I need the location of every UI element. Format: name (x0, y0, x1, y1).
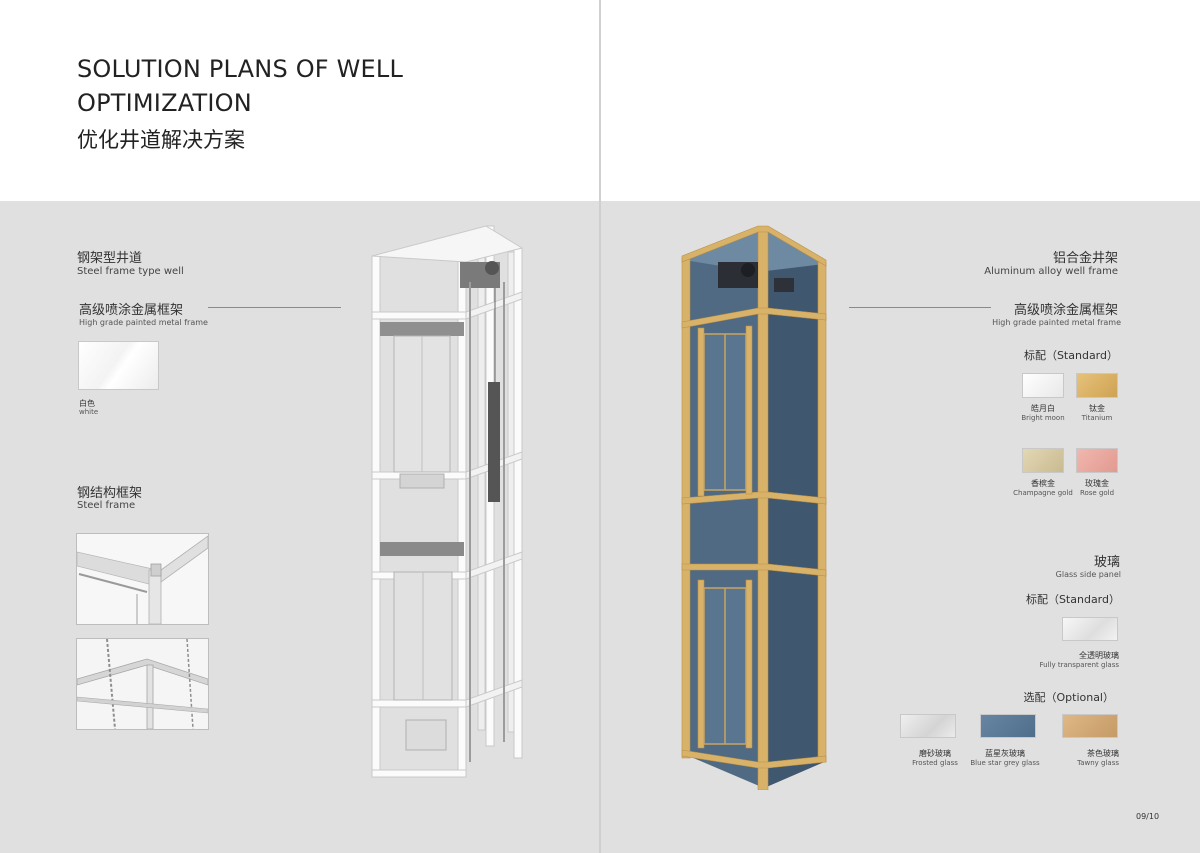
page-title: SOLUTION PLANS OF WELL OPTIMIZATION (77, 52, 403, 120)
blue-star-grey-glass-en: Blue star grey glass (970, 759, 1040, 767)
finish-title-cn: 高级喷涂金属框架 (79, 303, 184, 318)
transparent-glass-en: Fully transparent glass (1039, 661, 1119, 669)
alu-finish-title-cn: 高级喷涂金属框架 (1013, 303, 1118, 318)
champagne-gold-swatch (1022, 448, 1064, 473)
bright-moon-swatch (1022, 373, 1064, 398)
standard-label-1: 标配（Standard） (1023, 349, 1118, 362)
frame-title-en: Steel frame (77, 500, 136, 511)
frame-joint-detail-image (76, 638, 209, 730)
frame-corner-detail-image (76, 533, 209, 625)
transparent-glass-swatch (1062, 617, 1118, 641)
alu-finish-title-en: High grade painted metal frame (992, 318, 1121, 327)
rose-gold-en: Rose gold (1079, 489, 1115, 497)
white-swatch-en: white (79, 408, 99, 416)
tawny-glass-cn: 茶色玻璃 (1087, 749, 1119, 758)
titanium-swatch (1076, 373, 1118, 398)
frame-title-cn: 钢结构框架 (77, 486, 143, 501)
blue-star-grey-glass-swatch (980, 714, 1036, 738)
steel-frame-elevator-image (360, 222, 530, 786)
page-title-cn: 优化井道解决方案 (77, 128, 245, 152)
glass-title-en: Glass side panel (1055, 570, 1121, 579)
right-leader-line (849, 307, 991, 308)
glass-title-cn: 玻璃 (1093, 555, 1120, 570)
blue-star-grey-glass-cn: 蓝星灰玻璃 (985, 749, 1025, 758)
titanium-cn: 钛金 (1089, 404, 1105, 413)
champagne-gold-cn: 香槟金 (1031, 479, 1055, 488)
tawny-glass-swatch (1062, 714, 1118, 738)
frosted-glass-en: Frosted glass (912, 759, 958, 767)
finish-title-en: High grade painted metal frame (79, 318, 208, 327)
standard-label-2: 标配（Standard） (1025, 593, 1120, 606)
tawny-glass-en: Tawny glass (1077, 759, 1119, 767)
frosted-glass-cn: 磨砂玻璃 (919, 749, 951, 758)
left-leader-line (208, 307, 341, 308)
rose-gold-swatch (1076, 448, 1118, 473)
well-title-en: Steel frame type well (77, 266, 184, 277)
page-number: 09/10 (1136, 812, 1160, 821)
champagne-gold-en: Champagne gold (1013, 489, 1073, 497)
alu-frame-title-en: Aluminum alloy well frame (984, 266, 1118, 277)
transparent-glass-cn: 全透明玻璃 (1079, 651, 1119, 660)
title-en-line2: OPTIMIZATION (77, 89, 252, 117)
aluminum-frame-elevator-image (678, 222, 828, 794)
frosted-glass-swatch (900, 714, 956, 738)
bright-moon-en: Bright moon (1021, 414, 1065, 422)
white-swatch-cn: 白色 (79, 399, 95, 408)
titanium-en: Titanium (1081, 414, 1113, 422)
alu-frame-title-cn: 铝合金井架 (1052, 251, 1118, 266)
well-title-cn: 钢架型井道 (77, 251, 143, 266)
optional-label: 选配（Optional） (1023, 691, 1114, 704)
page-fold (599, 0, 601, 853)
bright-moon-cn: 皓月白 (1031, 404, 1055, 413)
white-swatch (78, 341, 159, 390)
rose-gold-cn: 玫瑰金 (1085, 479, 1109, 488)
title-en-line1: SOLUTION PLANS OF WELL (77, 55, 404, 83)
